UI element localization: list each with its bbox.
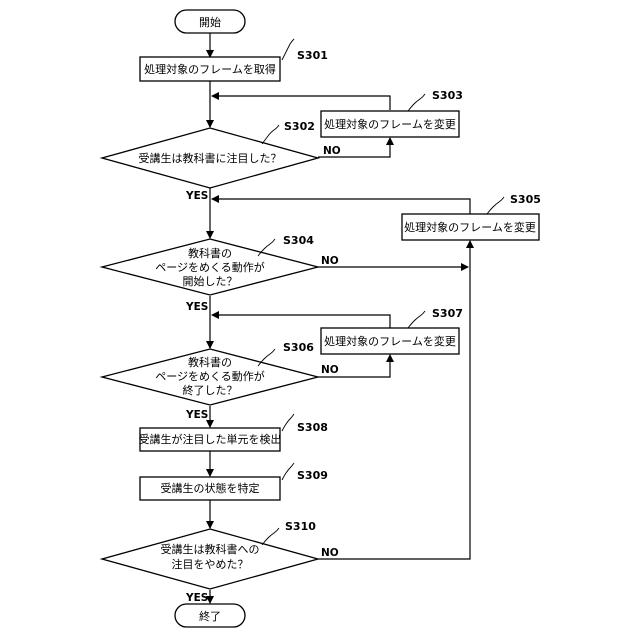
s309-leader	[282, 463, 294, 480]
step-s305-text: 処理対象のフレームを変更	[404, 220, 536, 234]
end-label: 終了	[199, 609, 221, 623]
s306-no-label: NO	[321, 364, 339, 376]
start-label: 開始	[199, 15, 221, 29]
edge-s305-return	[212, 199, 470, 214]
decision-s306-id: S306	[283, 341, 314, 354]
end-node: 終了	[175, 604, 245, 627]
decision-s310-id: S310	[285, 520, 316, 533]
decision-s310-line2: 注目をやめた？	[172, 557, 249, 571]
decision-s304-line1: 教科書の	[188, 246, 232, 260]
s310-yes-label: YES	[185, 592, 208, 604]
s304-no-label: NO	[321, 255, 339, 267]
step-s301-text: 処理対象のフレームを取得	[144, 62, 276, 76]
decision-s310-line1: 受講生は教科書への	[161, 542, 260, 556]
decision-s304-id: S304	[283, 234, 314, 247]
step-s309-id: S309	[297, 469, 328, 482]
step-s305-id: S305	[510, 193, 541, 206]
step-s308-id: S308	[297, 421, 328, 434]
s302-yes-label: YES	[185, 190, 208, 202]
decision-s306-line3: 終了した？	[183, 383, 238, 397]
step-s308: 受講生が注目した単元を検出 S308	[139, 414, 328, 451]
s310-leader	[262, 528, 279, 545]
edge-s310-s305-no	[318, 241, 470, 559]
step-s307-text: 処理対象のフレームを変更	[324, 334, 456, 348]
s304-yes-label: YES	[185, 301, 208, 313]
step-s303-text: 処理対象のフレームを変更	[324, 117, 456, 131]
step-s309-text: 受講生の状態を特定	[161, 481, 260, 495]
decision-s302-text: 受講生は教科書に注目した？	[139, 151, 282, 165]
decision-s306-line2: ページをめくる動作が	[155, 369, 265, 383]
decision-s304-line2: ページをめくる動作が	[155, 260, 265, 274]
s306-yes-label: YES	[185, 409, 208, 421]
step-s309: 受講生の状態を特定 S309	[140, 463, 328, 500]
step-s305: 処理対象のフレームを変更 S305	[402, 193, 541, 240]
decision-s302: 受講生は教科書に注目した？ S302 NO YES	[102, 120, 341, 202]
step-s301-id: S301	[297, 49, 328, 62]
decision-s310: 受講生は教科書への 注目をやめた？ S310 NO YES	[102, 520, 339, 604]
s301-leader	[282, 39, 294, 60]
step-s307-id: S307	[432, 307, 463, 320]
edge-s303-return	[212, 96, 390, 110]
decision-s302-id: S302	[284, 120, 315, 133]
s308-leader	[282, 414, 294, 431]
s307-leader	[408, 311, 425, 328]
step-s307: 処理対象のフレームを変更 S307	[321, 307, 463, 354]
decision-s304: 教科書の ページをめくる動作が 開始した？ S304 NO YES	[102, 234, 339, 313]
step-s303-id: S303	[432, 89, 463, 102]
decision-s306-line1: 教科書の	[188, 355, 232, 369]
edge-s307-return	[212, 315, 390, 328]
s305-leader	[487, 197, 504, 214]
start-node: 開始	[175, 10, 245, 33]
s303-leader	[408, 94, 425, 111]
step-s308-text: 受講生が注目した単元を検出	[139, 432, 282, 446]
s302-leader	[262, 125, 279, 144]
decision-s306: 教科書の ページをめくる動作が 終了した？ S306 NO YES	[102, 341, 339, 421]
s302-no-label: NO	[323, 145, 341, 157]
s310-no-label: NO	[321, 547, 339, 559]
step-s301: 処理対象のフレームを取得 S301	[140, 39, 328, 81]
decision-s304-line3: 開始した？	[183, 274, 238, 288]
